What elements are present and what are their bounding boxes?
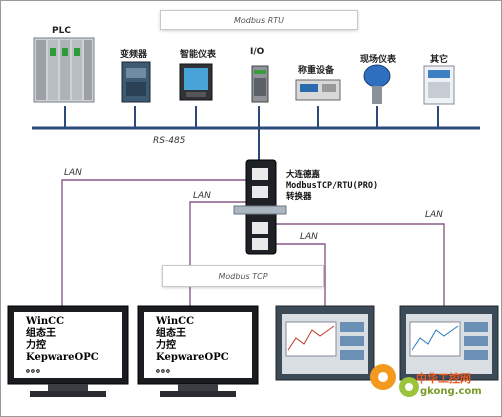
watermark-url: gkong.com: [420, 386, 482, 397]
converter-label-line1: 大连德嘉: [286, 170, 321, 180]
pc-2-software-item: 。。。: [156, 364, 176, 375]
hmi-panel-2: [399, 305, 499, 381]
pc-monitor-1: [7, 305, 129, 397]
modbus-tcp-label: Modbus TCP: [218, 271, 268, 281]
lan-line-panel1: [270, 243, 326, 312]
device-label-vfd: 变频器: [120, 50, 148, 60]
converter-label: 大连德嘉 ModbusTCP/RTU(PRO) 转换器: [286, 170, 378, 203]
pc-1-software-item: KepwareOPC: [26, 352, 99, 363]
device-label-other: 其它: [430, 55, 449, 65]
lan-label-3: LAN: [300, 232, 318, 242]
lan-line-panel2: [270, 223, 445, 312]
converter-image: [233, 159, 287, 255]
modbus-rtu-label: Modbus RTU: [233, 15, 285, 25]
other-image: [423, 65, 455, 105]
plc-image: [33, 37, 95, 103]
rs485-label: RS-485: [153, 136, 186, 146]
meter-image: [179, 63, 213, 101]
field-instrument-image: [363, 64, 391, 104]
pc-2-software-item: WinCC: [156, 316, 195, 327]
pc-2-software-item: 组态王: [156, 328, 186, 339]
pc-monitor-2: [137, 305, 259, 397]
pc-1-software-item: 。。。: [26, 364, 46, 375]
lan-line-pc1: [61, 179, 248, 315]
pc-2-software-item: 力控: [156, 340, 176, 351]
device-label-plc: PLC: [52, 26, 71, 36]
pc-1-software-item: WinCC: [26, 316, 65, 327]
bus-drops: [64, 106, 439, 160]
pc-2-software-list: WinCC 组态王 力控 KepwareOPC 。。。: [156, 316, 229, 376]
lan-label-4: LAN: [425, 210, 443, 220]
hmi-panel-1: [275, 305, 375, 381]
io-image: [251, 65, 269, 103]
modbus-rtu-banner: Modbus RTU: [160, 10, 358, 30]
watermark-cn: 中华工控网: [416, 372, 471, 385]
modbus-tcp-banner: Modbus TCP: [162, 265, 324, 287]
device-label-io: I/O: [250, 47, 265, 57]
converter-label-line3: 转换器: [286, 192, 312, 202]
device-label-field: 现场仪表: [360, 55, 397, 65]
pc-1-software-item: 力控: [26, 340, 46, 351]
lan-label-2: LAN: [193, 191, 211, 201]
weigh-image: [295, 79, 341, 101]
watermark-gear-icon: [370, 364, 419, 397]
pc-2-software-item: KepwareOPC: [156, 352, 229, 363]
converter-label-line2: ModbusTCP/RTU(PRO): [286, 181, 379, 191]
pc-1-software-item: 组态王: [26, 328, 56, 339]
device-label-weigh: 称重设备: [298, 66, 335, 76]
pc-1-software-list: WinCC 组态王 力控 KepwareOPC 。。。: [26, 316, 99, 376]
lan-label-1: LAN: [64, 168, 82, 178]
device-label-meter: 智能仪表: [180, 50, 217, 60]
vfd-image: [121, 61, 151, 103]
